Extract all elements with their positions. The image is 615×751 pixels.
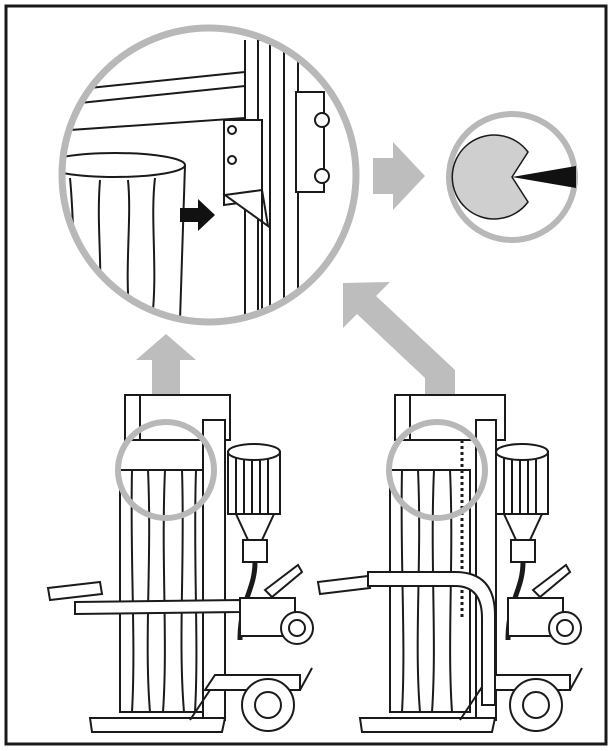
zoom-circle-icon <box>115 419 217 521</box>
zoom-circle-icon <box>386 419 488 521</box>
detail-zoom-circle <box>58 24 360 326</box>
right-arrow-icon <box>373 142 425 210</box>
splitter-left <box>46 394 314 733</box>
up-arrow-icon <box>136 334 196 425</box>
right-arrow-icon <box>180 199 215 231</box>
splitter-right <box>316 394 583 733</box>
diagonal-arrow-icon <box>343 282 455 425</box>
split-log-icon <box>446 111 578 243</box>
